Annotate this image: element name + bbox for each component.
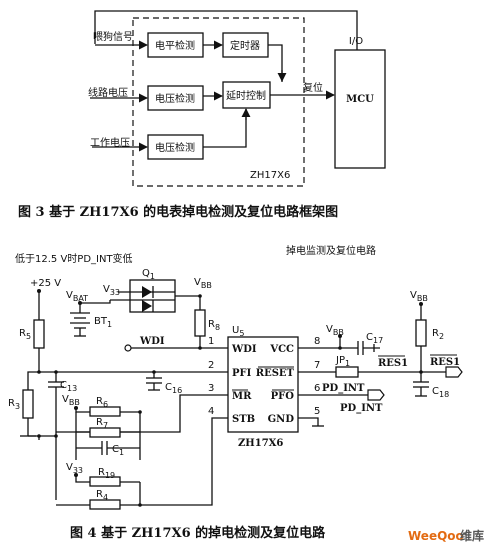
pin-gnd: GND — [268, 414, 295, 425]
io-feedback-line — [94, 10, 358, 50]
level-detect-block — [147, 32, 204, 58]
r19-label: R19 — [98, 467, 115, 480]
v33-label-top: V33 — [103, 284, 120, 297]
fig3-caption: 图 3 基于 ZH17X6 的电表掉电检测及复位电路框架图 — [18, 204, 338, 220]
delay-control-label: 延时控制 — [226, 89, 266, 102]
vbb-label-r2: VBB — [410, 290, 428, 303]
r6-label: R6 — [96, 396, 108, 409]
r5-label: R5 — [19, 328, 31, 341]
r2-resistor — [415, 319, 427, 347]
r8-label: R8 — [208, 319, 220, 332]
c1-label: C1 — [112, 444, 124, 457]
mcu-label: MCU — [346, 94, 374, 105]
svg-text:4: 4 — [208, 406, 214, 417]
u5-chip — [227, 336, 299, 433]
line-voltage-label: 线路电压 — [88, 86, 128, 99]
r4-label: R4 — [96, 489, 108, 502]
timer-block — [222, 32, 269, 58]
pd-int-label-2: PD_INT — [340, 403, 383, 414]
vbb-label-r6: VBB — [62, 394, 80, 407]
timer-label: 定时器 — [230, 39, 260, 52]
timer-to-delay-line — [268, 44, 283, 82]
svg-text:2: 2 — [208, 360, 214, 371]
svg-text:1: 1 — [208, 336, 214, 347]
mcu-block — [334, 49, 386, 169]
pin-vcc: VCC — [269, 344, 294, 355]
voltage-detect-block-2 — [147, 134, 204, 160]
level-detect-label: 电平检测 — [155, 39, 195, 52]
voltage-detect-label-1: 电压检测 — [155, 92, 195, 105]
watermark: WeeQoo 维库 — [408, 528, 484, 543]
note-label: 低于12.5 V时PD_INT变低 — [15, 252, 133, 265]
r5-resistor — [33, 319, 45, 349]
pin-wdi: WDI — [231, 344, 257, 355]
svg-text:8: 8 — [314, 336, 320, 347]
zh17x6-boundary — [132, 17, 305, 187]
u5-label: U5 — [232, 325, 244, 338]
svg-text:7: 7 — [314, 360, 320, 371]
c13-label: C13 — [60, 380, 77, 393]
io-label: I/O — [349, 36, 363, 47]
bt1-label: BT1 — [94, 316, 112, 329]
pin-stb: STB — [232, 414, 255, 425]
jp1-jumper — [335, 366, 359, 378]
pd-int-label: PD_INT — [322, 383, 365, 394]
fig3-block-diagram: 电平检测 定时器 电压检测 延时控制 电压检测 MCU I/O 喂狗信号 线路电… — [88, 10, 386, 187]
feed-dog-label: 喂狗信号 — [93, 30, 133, 43]
pin-pfi: PFI — [232, 368, 252, 379]
q1-label: Q1 — [142, 268, 155, 281]
reset-label: 复位 — [303, 81, 323, 94]
r7-label: R7 — [96, 417, 108, 430]
wdi-net-label: WDI — [139, 336, 165, 347]
delay-control-block — [222, 81, 271, 109]
svg-text:3: 3 — [208, 383, 214, 394]
res1-label-right: RES1 — [430, 357, 460, 368]
volt2-to-delay-line — [203, 109, 247, 148]
pin-reset: RESET — [256, 368, 295, 379]
vbat-label: VBAT — [66, 290, 88, 303]
fig4-caption: 图 4 基于 ZH17X6 的掉电检测及复位电路 — [70, 525, 326, 541]
pin-mr: MR — [232, 391, 252, 402]
c16-label: C16 — [165, 382, 182, 395]
res1-label: RES1 — [378, 358, 408, 369]
supply-label: +25 V — [30, 278, 61, 289]
r8-resistor — [194, 309, 206, 337]
chip-label-fig4: ZH17X6 — [238, 438, 283, 449]
r3-resistor — [22, 389, 34, 419]
voltage-detect-label-2: 电压检测 — [155, 141, 195, 154]
watermark-cn: 维库 — [460, 528, 484, 543]
watermark-brand: WeeQoo — [408, 529, 464, 543]
fig4-schematic: 低于12.5 V时PD_INT变低 掉电监测及复位电路 +25 V R5 R3 … — [8, 244, 463, 510]
voltage-detect-block-1 — [147, 85, 204, 111]
pd-int-connector — [367, 389, 385, 401]
v33-label-bottom: V33 — [66, 462, 83, 475]
pin-pfo: PFO — [271, 391, 295, 402]
r4-resistor — [89, 499, 121, 510]
vbb-label-q1: VBB — [194, 277, 212, 290]
c17-label: C17 — [366, 332, 383, 345]
r3-label: R3 — [8, 398, 20, 411]
r2-label: R2 — [432, 328, 444, 341]
jp1-label: JP1 — [335, 355, 350, 368]
vbb-label-vcc: VBB — [326, 324, 344, 337]
chip-label-fig3: ZH17X6 — [250, 170, 290, 181]
res1-connector — [445, 366, 463, 378]
c18-label: C18 — [432, 386, 449, 399]
svg-text:6: 6 — [314, 383, 320, 394]
svg-text:5: 5 — [314, 406, 320, 417]
work-voltage-label: 工作电压 — [90, 136, 130, 149]
title-right-label: 掉电监测及复位电路 — [286, 244, 376, 257]
